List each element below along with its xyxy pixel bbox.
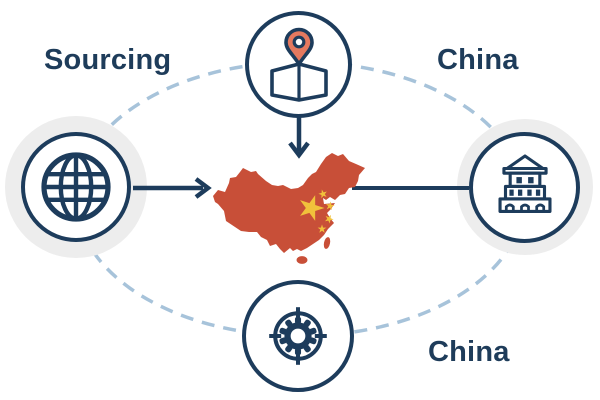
building-windows [508,176,540,196]
gear [279,316,317,356]
globe-icon [41,152,111,222]
target-gear-icon [269,307,327,365]
china-map-svg [213,153,365,264]
trade-building-icon [497,153,552,213]
label-china-bottom-right: China [428,336,510,368]
hainan-island [296,256,308,264]
map-location-pin-icon [269,27,328,102]
top-node-circle [245,11,352,118]
building-doors [504,203,545,211]
bottom-node-circle [242,280,354,392]
label-china-top-right: China [437,44,519,76]
china-mainland [213,153,365,253]
taiwan-island [323,237,331,249]
label-sourcing: Sourcing [44,44,172,76]
arrow-right-head [194,177,212,199]
left-node-circle [21,132,131,242]
right-node-circle [469,132,580,243]
pin-hole [292,35,305,48]
china-map-graphic [212,151,366,265]
